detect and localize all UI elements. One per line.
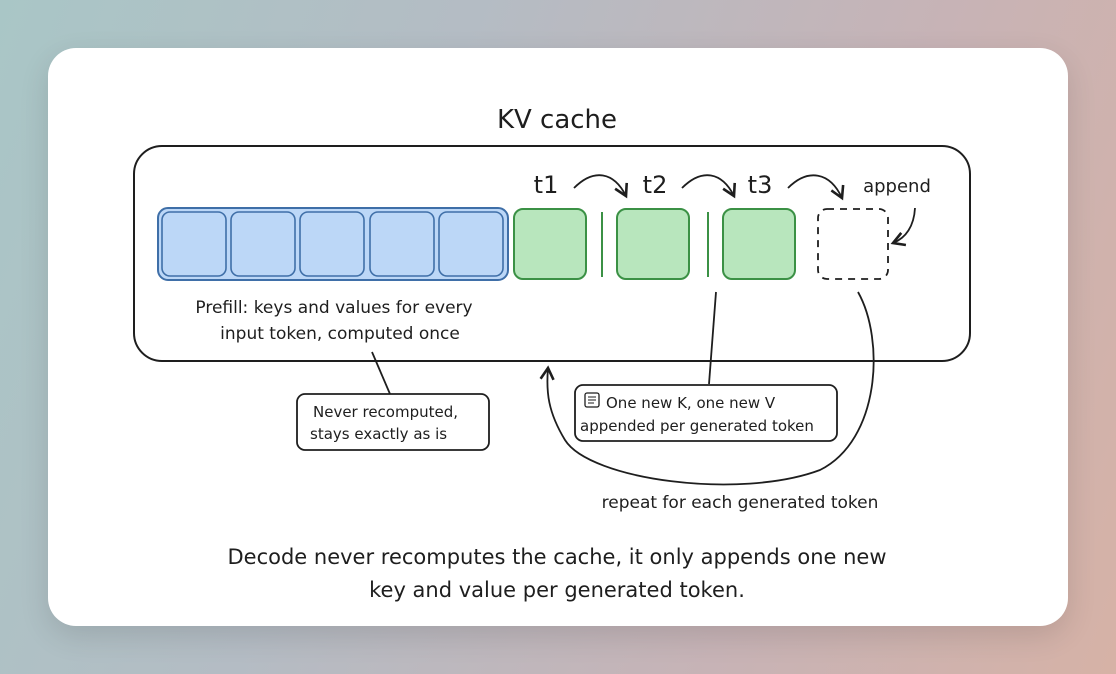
- new-kv-note-line1: One new K, one new V: [606, 394, 776, 412]
- diagram-title: KV cache: [497, 105, 617, 135]
- new-kv-note: [574, 384, 838, 442]
- prefill-cell: [438, 211, 504, 277]
- step-arrow: [573, 174, 629, 199]
- footer-line1: Decode never recomputes the cache, it on…: [227, 545, 886, 569]
- never-note-line1: Never recomputed,: [313, 403, 458, 421]
- step-arrow: [681, 174, 737, 199]
- prefill-cell: [230, 211, 296, 277]
- generated-cell-t1: [513, 208, 587, 280]
- step-label-t2: t2: [643, 171, 668, 199]
- prefill-cell: [369, 211, 435, 277]
- step-label-t3: t3: [748, 171, 773, 199]
- kv-cache-container: [133, 145, 971, 362]
- repeat-loop-arrow: [539, 291, 875, 486]
- new-kv-note-line2: appended per generated token: [580, 417, 814, 435]
- step-label-t1: t1: [534, 171, 559, 199]
- never-note-line2: stays exactly as is: [310, 425, 447, 443]
- generated-cell-t3: [722, 208, 796, 280]
- prefill-cell: [299, 211, 365, 277]
- prefill-cells: [157, 207, 509, 281]
- repeat-label: repeat for each generated token: [602, 493, 879, 513]
- append-arrow: [890, 207, 916, 247]
- prefill-caption-line2: input token, computed once: [220, 324, 460, 344]
- generated-cell-t2: [616, 208, 690, 280]
- prefill-cell: [161, 211, 227, 277]
- diagram-card: [48, 48, 1068, 626]
- new-kv-connector: [708, 291, 717, 385]
- prefill-caption-line1: Prefill: keys and values for every: [195, 298, 472, 318]
- never-note-connector: [371, 351, 391, 395]
- append-slot: [817, 208, 889, 280]
- note-icon: [584, 392, 600, 408]
- footer-line2: key and value per generated token.: [369, 578, 745, 602]
- append-label: append: [863, 176, 931, 197]
- never-recomputed-note: [296, 393, 490, 451]
- step-arrow: [787, 174, 845, 201]
